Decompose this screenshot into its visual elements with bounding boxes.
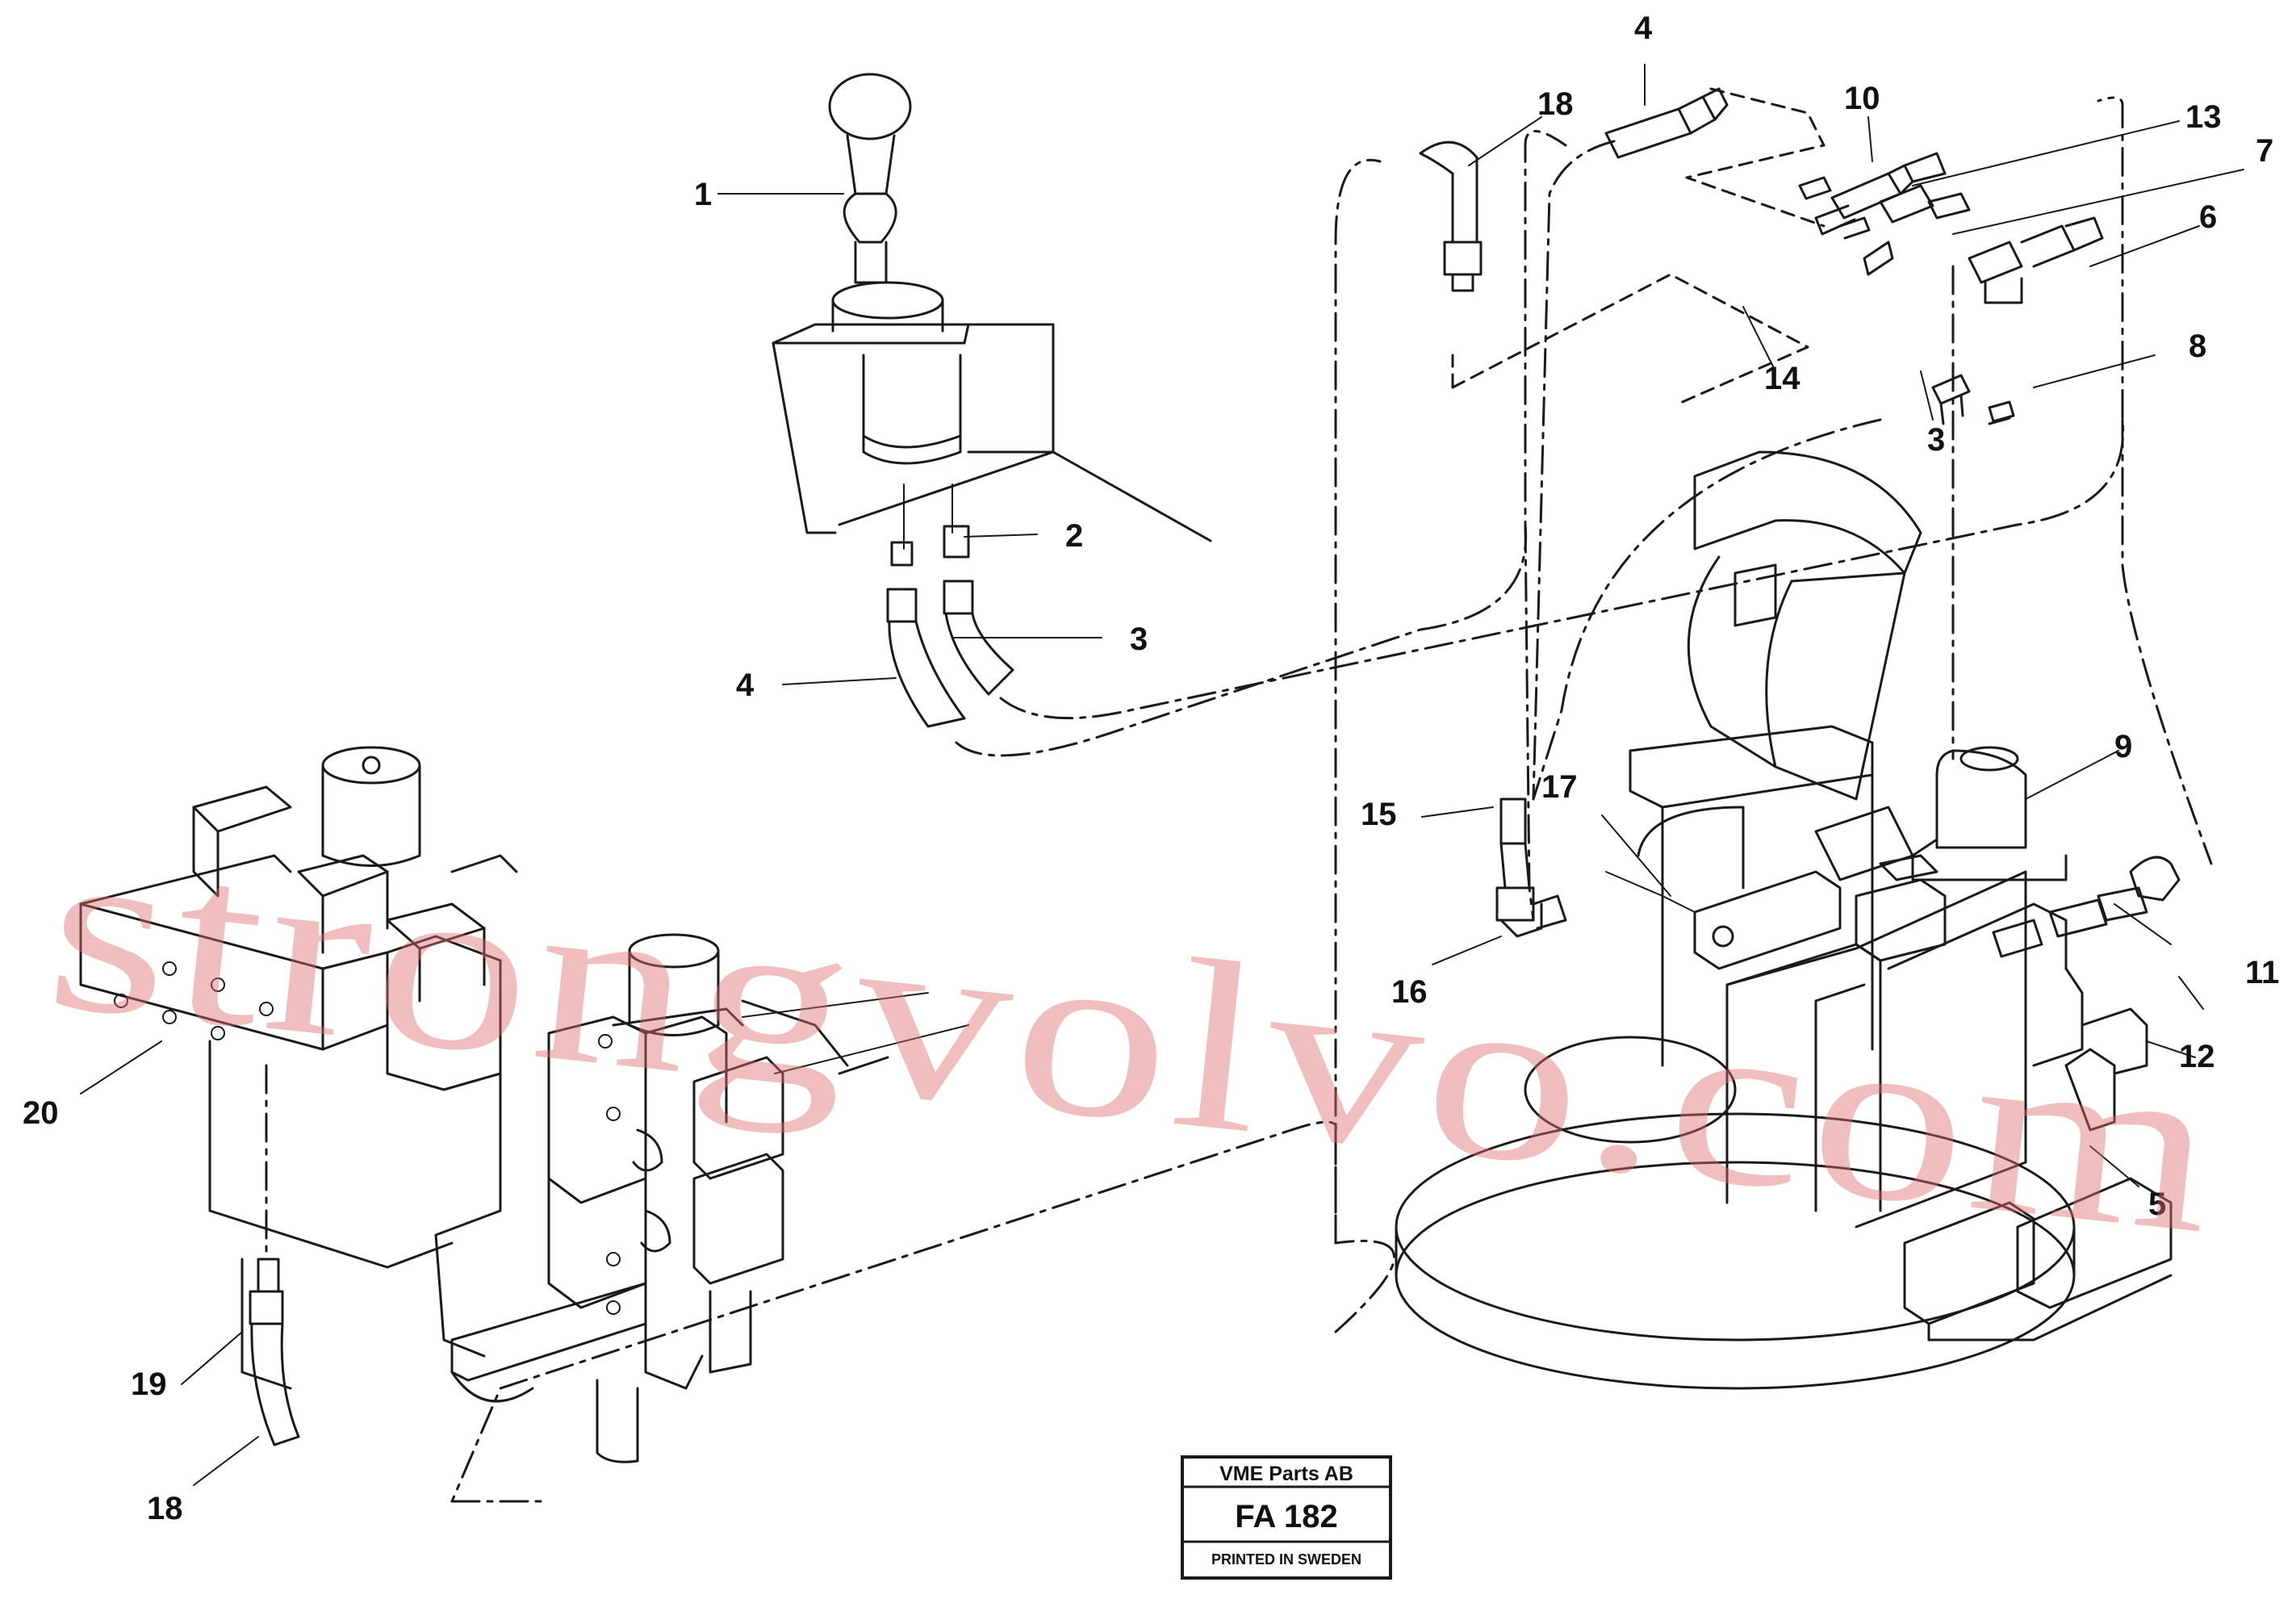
pipe-runs	[265, 87, 2213, 1503]
stamp-footer: PRINTED IN SWEDEN	[1211, 1551, 1361, 1568]
callout-3: 3	[1130, 622, 1148, 657]
callout-4-upper: 4	[1634, 10, 1653, 46]
callout-2: 2	[1065, 518, 1083, 554]
callout-17: 17	[1541, 769, 1578, 805]
callout-18-upper: 18	[1537, 86, 1574, 122]
callout-5: 5	[2148, 1187, 2166, 1222]
callout-12: 12	[2179, 1039, 2215, 1074]
stamp-company: VME Parts AB	[1219, 1463, 1353, 1485]
callout-14: 14	[1764, 361, 1800, 396]
callout-19: 19	[131, 1367, 167, 1402]
control-valve-assembly	[79, 746, 969, 1463]
callout-3-right: 3	[1927, 422, 1945, 458]
callout-20: 20	[23, 1095, 59, 1131]
callout-10: 10	[1844, 81, 1880, 116]
callout-6: 6	[2199, 199, 2217, 235]
leader-lines	[80, 64, 2244, 1486]
fittings-cluster	[1419, 87, 2181, 958]
stamp-code: FA 182	[1235, 1499, 1337, 1534]
callout-4: 4	[736, 668, 755, 703]
callout-8: 8	[2189, 329, 2206, 364]
callout-16: 16	[1391, 974, 1428, 1010]
callout-18-lower: 18	[147, 1491, 183, 1526]
callout-7: 7	[2256, 133, 2273, 169]
parts-stamp: VME Parts AB FA 182 PRINTED IN SWEDEN	[1181, 1455, 1392, 1580]
callout-15: 15	[1361, 797, 1397, 832]
watermark-text: strongvolvo.com	[37, 790, 2232, 1285]
callout-9: 9	[2114, 729, 2132, 764]
callout-labels: 1 2 3 4 4 18 10 13 7 6 8 14 3 9 15 17 16…	[23, 10, 2279, 1526]
callout-1: 1	[694, 177, 712, 212]
callout-11: 11	[2245, 955, 2279, 990]
callout-13: 13	[2185, 99, 2222, 135]
swivel-motor-assembly	[1395, 450, 2173, 1390]
